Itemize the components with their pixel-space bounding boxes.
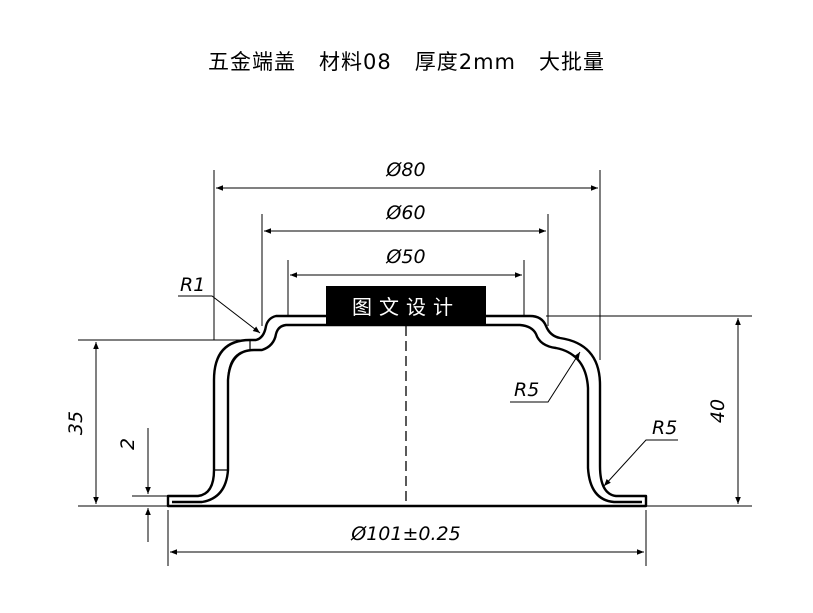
dim-text-r5-outer: R5: [652, 417, 677, 439]
section-fill-left: [213, 339, 251, 471]
dim-text-t2: 2: [117, 438, 139, 450]
watermark-text: 图文设计: [352, 295, 460, 319]
dim-text-d60: Ø60: [385, 202, 425, 224]
dim-text-h40: 40: [707, 399, 729, 423]
dim-text-r1: R1: [180, 274, 205, 296]
leader-r5-outer: [603, 439, 678, 487]
leader-r5-inner: [510, 351, 581, 403]
dim-text-d101: Ø101±0.25: [350, 523, 460, 545]
dim-text-d80: Ø80: [385, 159, 425, 181]
extension-lines: [78, 170, 752, 566]
dim-text-r5-inner: R5: [514, 379, 539, 401]
part-inner-contour: [172, 323, 642, 504]
watermark-background: [326, 286, 486, 326]
drawing-title: 五金端盖 材料08 厚度2mm 大批量: [207, 50, 606, 74]
radius-leaders: [178, 295, 678, 487]
leader-r1: [178, 295, 261, 334]
watermark-badge: 图文设计: [326, 286, 486, 326]
part-section: [166, 314, 648, 508]
dim-text-h35: 35: [65, 411, 87, 435]
dim-text-d50: Ø50: [385, 246, 425, 268]
dimension-lines: [93, 185, 741, 555]
